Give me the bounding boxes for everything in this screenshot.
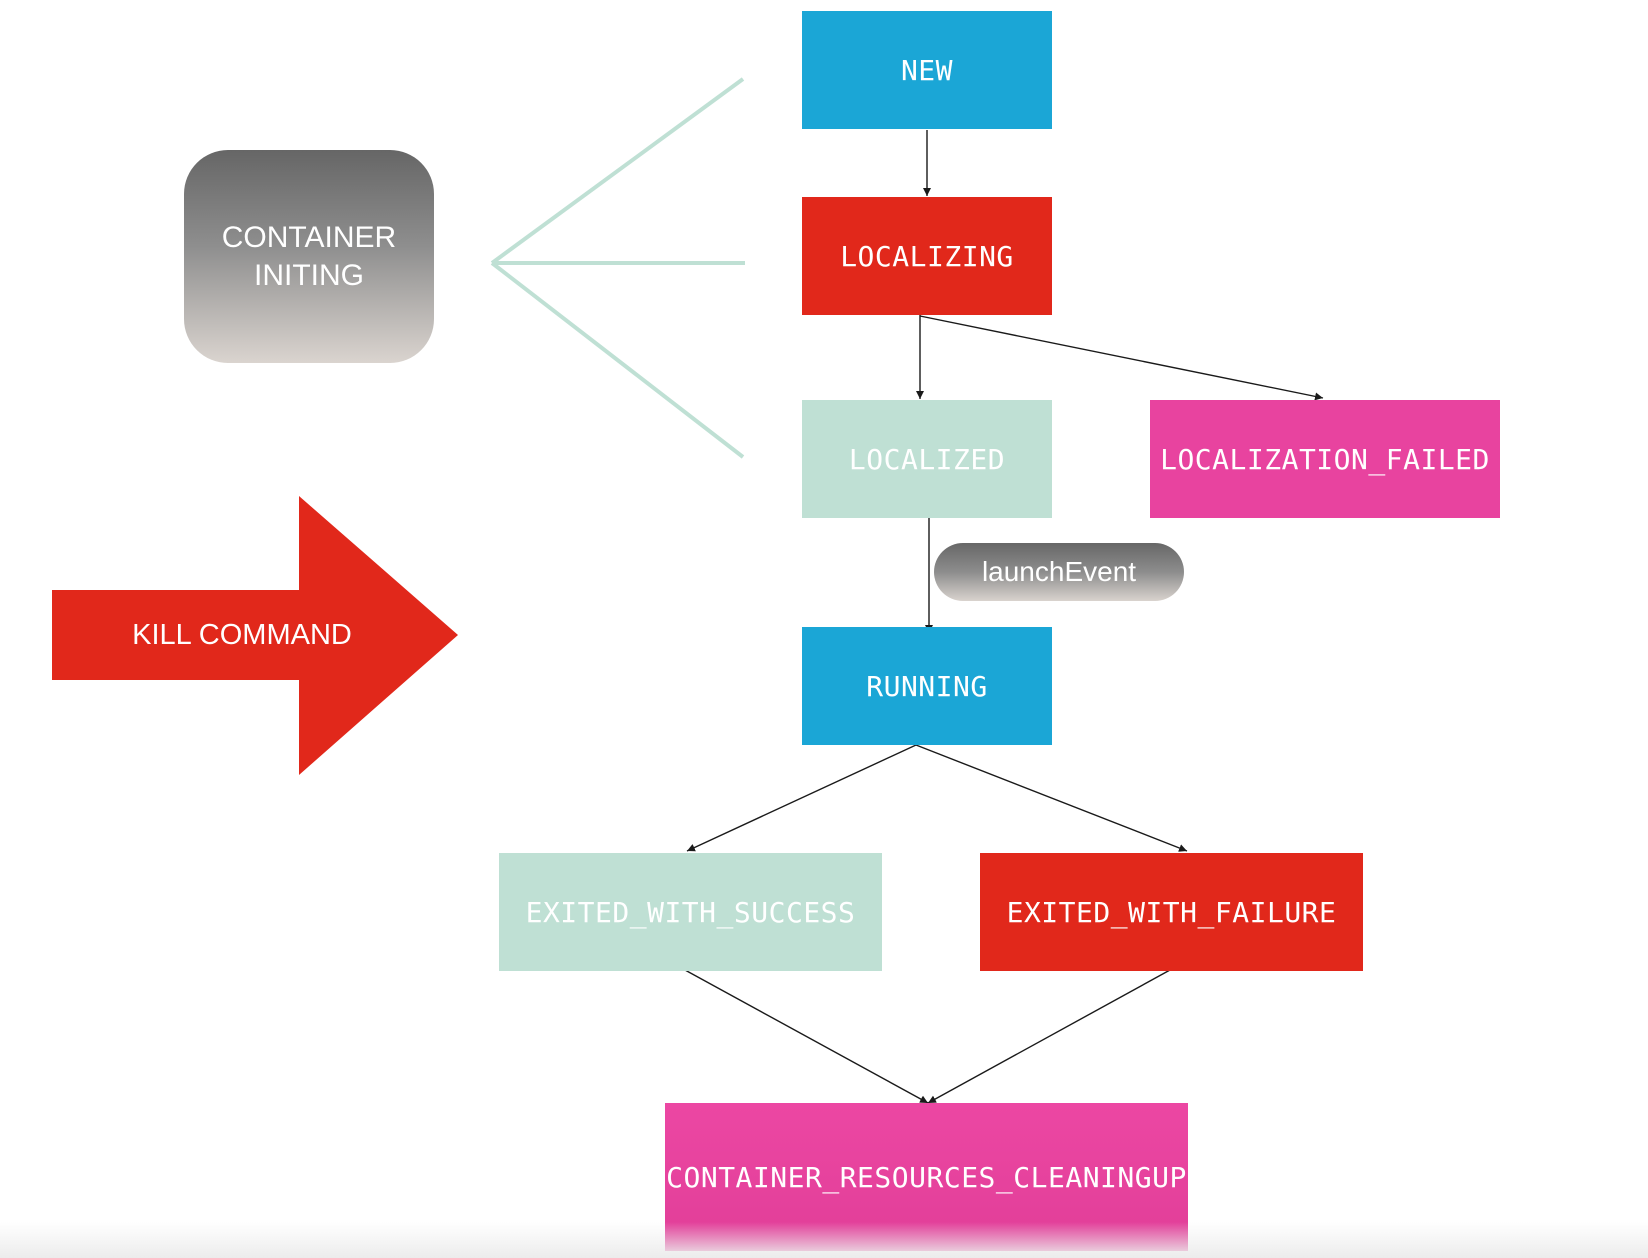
state-exited-with-success: EXITED_WITH_SUCCESS <box>499 853 882 971</box>
kill-command-arrow-icon <box>52 496 458 775</box>
edge-running-to-exited-with-success <box>686 744 917 852</box>
edge-localizing-to-localization-failed <box>919 315 1324 401</box>
state-localization-failed: LOCALIZATION_FAILED <box>1150 400 1500 518</box>
kill-command-label: KILL COMMAND <box>132 618 352 651</box>
edge-success-to-cleaningup <box>684 969 929 1104</box>
state-localizing: LOCALIZING <box>802 197 1052 315</box>
bracket-line-top <box>490 77 745 265</box>
state-localization-failed-label: LOCALIZATION_FAILED <box>1160 442 1490 476</box>
edge-running-to-exited-with-failure <box>915 744 1188 852</box>
state-exited-with-success-label: EXITED_WITH_SUCCESS <box>525 895 856 929</box>
kill-command-label-wrap: KILL COMMAND <box>52 590 432 680</box>
initing-bracket <box>490 77 745 459</box>
state-localized-label: LOCALIZED <box>848 442 1006 476</box>
state-running: RUNNING <box>802 627 1052 745</box>
launch-event-label: launchEvent <box>934 543 1184 601</box>
state-localizing-label: LOCALIZING <box>840 239 1014 273</box>
state-exited-with-failure-label: EXITED_WITH_FAILURE <box>1006 895 1337 929</box>
transition-arrows <box>684 130 1324 1104</box>
state-exited-with-failure: EXITED_WITH_FAILURE <box>980 853 1363 971</box>
launch-event-text: launchEvent <box>981 556 1137 587</box>
container-initing-box: CONTAINER INITING <box>184 150 434 363</box>
state-running-label: RUNNING <box>866 669 988 703</box>
state-new-label: NEW <box>900 53 954 87</box>
state-localized: LOCALIZED <box>802 400 1052 518</box>
bracket-line-bottom <box>490 261 745 459</box>
bottom-fade <box>0 1222 1648 1258</box>
container-initing-label: CONTAINER INITING <box>221 220 397 292</box>
edge-failure-to-cleaningup <box>927 969 1171 1104</box>
state-container-resources-cleaningup-label: CONTAINER_RESOURCES_CLEANINGUP <box>666 1160 1187 1194</box>
state-new: NEW <box>802 11 1052 129</box>
